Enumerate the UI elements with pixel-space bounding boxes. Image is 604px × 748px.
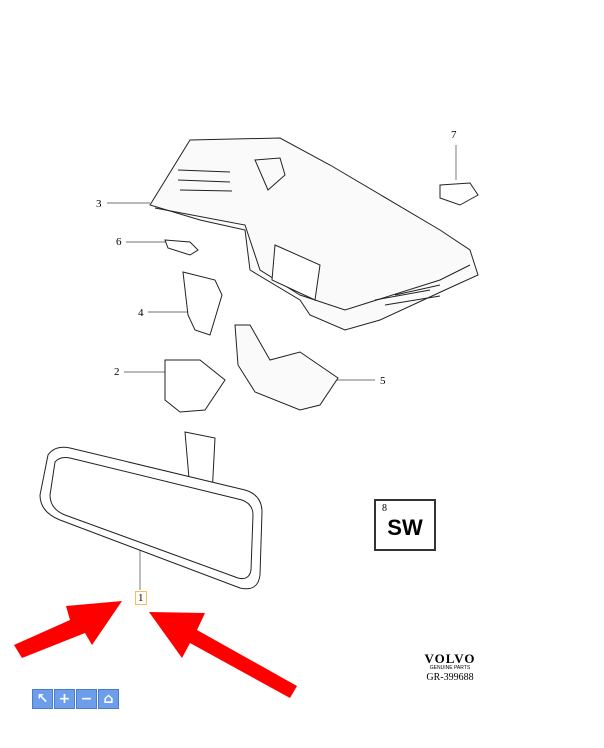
sw-box-text: SW: [387, 515, 423, 540]
callout-4[interactable]: 4: [138, 307, 144, 319]
zoom-in-button[interactable]: +: [54, 689, 75, 709]
zoom-out-button[interactable]: −: [76, 689, 97, 709]
leader-lines: [107, 145, 457, 590]
part-2-mount: [164, 359, 226, 413]
callout-3[interactable]: 3: [96, 198, 102, 210]
part-3-cover: [149, 137, 479, 331]
part-5-cover: [234, 324, 339, 411]
part-6-clip: [164, 239, 199, 256]
pointer-button[interactable]: ↖: [32, 689, 53, 709]
home-icon: ⌂: [103, 691, 114, 707]
diagram-code: GR-399688: [426, 672, 474, 683]
part-1-mirror: [39, 431, 263, 590]
zoom-out-icon: −: [80, 691, 93, 707]
zoom-toolbar: ↖ + − ⌂: [32, 689, 119, 709]
logo-subtitle: GENUINE PARTS: [429, 665, 471, 671]
callout-2[interactable]: 2: [114, 366, 120, 378]
part-7-clip: [439, 182, 479, 206]
callout-5[interactable]: 5: [380, 375, 386, 387]
home-button[interactable]: ⌂: [98, 689, 119, 709]
red-arrow-left: [14, 601, 122, 658]
sw-box: 8 SW: [374, 499, 436, 551]
volvo-logo: VOLVO GENUINE PARTS GR-399688: [400, 652, 500, 684]
callout-6[interactable]: 6: [116, 236, 122, 248]
callout-7[interactable]: 7: [451, 129, 457, 141]
pointer-icon: ↖: [36, 691, 49, 707]
sw-box-number: 8: [382, 503, 387, 514]
zoom-in-icon: +: [58, 691, 71, 707]
red-arrow-right: [149, 612, 297, 698]
callout-1[interactable]: 1: [135, 591, 147, 605]
logo-brand: VOLVO: [424, 651, 476, 666]
part-4-bracket: [182, 271, 223, 336]
